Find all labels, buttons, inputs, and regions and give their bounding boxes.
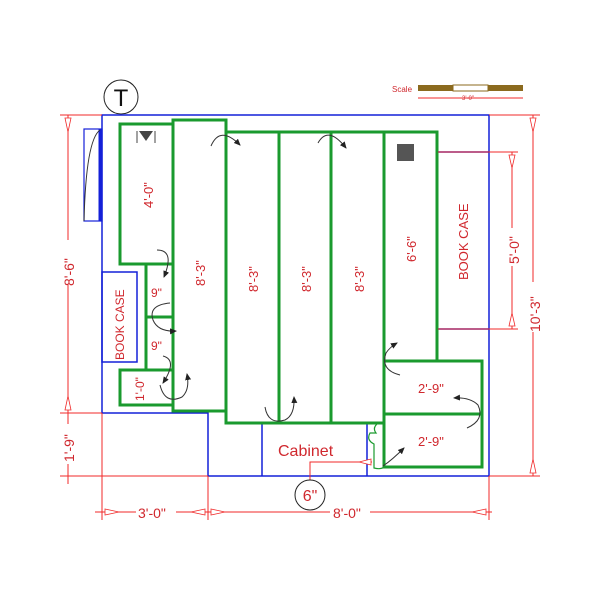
label-small-bottom: 1'-0" xyxy=(133,377,147,401)
svg-text:BOOK CASE: BOOK CASE xyxy=(113,289,127,360)
dim-right-total: 10'-3" xyxy=(527,296,543,332)
svg-text:T: T xyxy=(114,85,129,112)
label-tall-4: 8'-3" xyxy=(352,266,367,292)
gap-callout: 6" xyxy=(294,479,326,511)
panel-right-lower xyxy=(382,412,484,469)
label-right-upper: 2'-9" xyxy=(418,381,444,396)
panel-small-bottom xyxy=(118,368,175,407)
door[interactable] xyxy=(83,128,103,222)
dim-bottom-right: 8'-0" xyxy=(333,505,361,521)
panel-columns xyxy=(224,130,439,467)
label-small-lower: 9" xyxy=(151,339,162,353)
dim-left-bottom: 1'-9" xyxy=(61,434,77,462)
label-right-lower: 2'-9" xyxy=(418,434,444,449)
label-tall-3: 8'-3" xyxy=(299,266,314,292)
bookcase-right: BOOK CASE xyxy=(438,151,489,330)
cabinet: Cabinet xyxy=(261,423,368,476)
rotation-arrow-icons xyxy=(151,134,481,467)
dim-left-main: 8'-6" xyxy=(61,258,77,286)
label-small-upper: 9" xyxy=(151,286,162,300)
label-tall-1: 8'-3" xyxy=(193,260,208,286)
scale-length: 3'-0" xyxy=(462,96,474,102)
panels xyxy=(118,118,484,470)
label-right-tall: 6'-6" xyxy=(404,236,419,262)
label-upper-left: 4'-0" xyxy=(141,182,156,208)
title-marker: T xyxy=(103,79,139,115)
svg-text:6": 6" xyxy=(303,488,318,505)
dim-bottom-left: 3'-0" xyxy=(138,505,166,521)
bookcase-left: BOOK CASE xyxy=(101,271,138,363)
svg-text:Cabinet: Cabinet xyxy=(278,443,334,460)
triangle-marker-icon xyxy=(136,131,156,143)
svg-text:BOOK CASE: BOOK CASE xyxy=(456,203,471,280)
square-marker-icon xyxy=(397,144,414,161)
scale-label: Scale xyxy=(392,85,413,94)
scale-bar: Scale 3'-0" xyxy=(392,84,523,102)
dim-right-bookcase: 5'-0" xyxy=(506,236,522,264)
label-tall-2: 8'-3" xyxy=(246,266,261,292)
